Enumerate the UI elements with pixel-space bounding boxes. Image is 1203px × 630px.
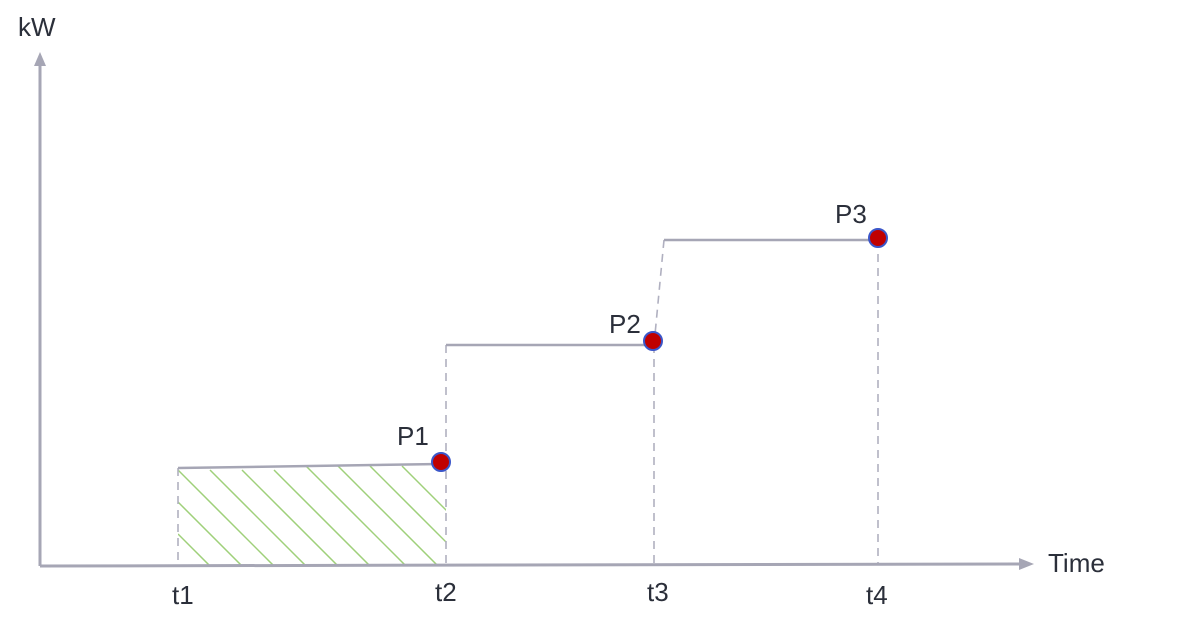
point-marker-p1 [431,452,451,472]
tick-label-t1: t1 [172,580,194,610]
x-axis-arrow [1019,558,1034,570]
point-label-p3: P3 [835,199,867,229]
y-axis-arrow [34,52,46,66]
point-label-p2: P2 [609,309,641,339]
y-axis-label: kW [18,12,56,42]
point-marker-p3 [868,228,888,248]
hatched-area [178,465,446,565]
step-segment-1 [177,462,441,470]
tick-label-t4: t4 [866,580,888,610]
x-axis [39,562,1021,568]
guide-t3-upper [653,239,665,346]
point-marker-p2 [643,331,663,351]
tick-label-t3: t3 [647,577,669,607]
x-axis-label: Time [1048,548,1105,578]
tick-label-t2: t2 [435,577,457,607]
point-label-p1: P1 [397,421,429,451]
